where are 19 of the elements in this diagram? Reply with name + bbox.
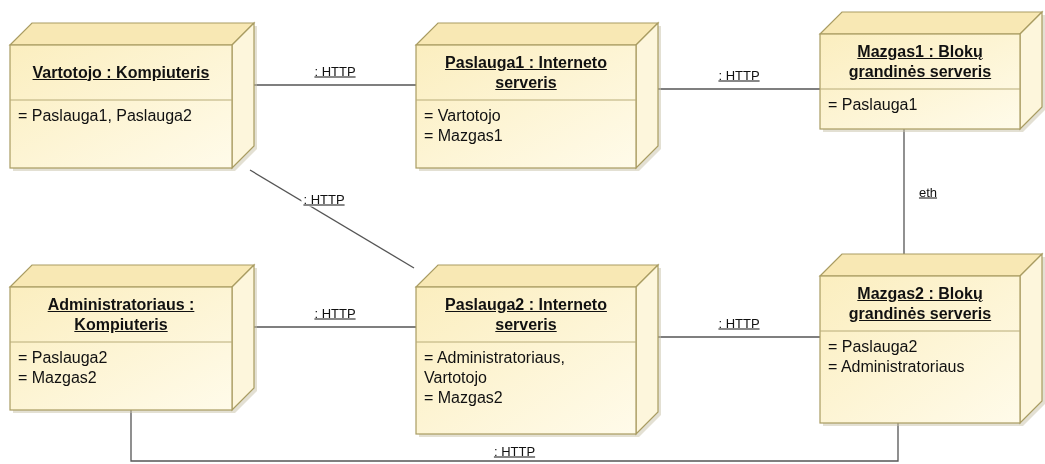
connector-line [249, 169, 415, 269]
node-title: Mazgas1 : Blokų grandinės serveris [847, 41, 993, 82]
connector-line [130, 409, 899, 462]
node-title: Paslauga1 : Interneto serveris [444, 52, 608, 93]
node-attribute: = Paslauga2 [18, 348, 109, 368]
node-attribute: = Mazgas2 [424, 388, 504, 408]
node-attribute: = Mazgas2 [18, 368, 98, 388]
connector-line [903, 128, 905, 255]
node-attribute: = Administratoriaus, Vartotojo [424, 348, 566, 388]
node-title: Mazgas2 : Blokų grandinės serveris [847, 283, 993, 324]
node-attribute: = Paslauga1, Paslauga2 [18, 106, 193, 126]
node-attribute: = Paslauga2 [828, 337, 919, 357]
node-title: Paslauga2 : Interneto serveris [444, 294, 608, 335]
node-title: Administratoriaus : Kompiuteris [46, 294, 196, 335]
node-attribute: = Vartotojo [424, 106, 502, 126]
node-attribute: = Administratoriaus [828, 357, 966, 377]
node-attribute: = Mazgas1 [424, 126, 504, 146]
node-title: Vartotojo : Kompiuteris [32, 62, 210, 83]
node-attribute: = Paslauga1 [828, 95, 919, 115]
